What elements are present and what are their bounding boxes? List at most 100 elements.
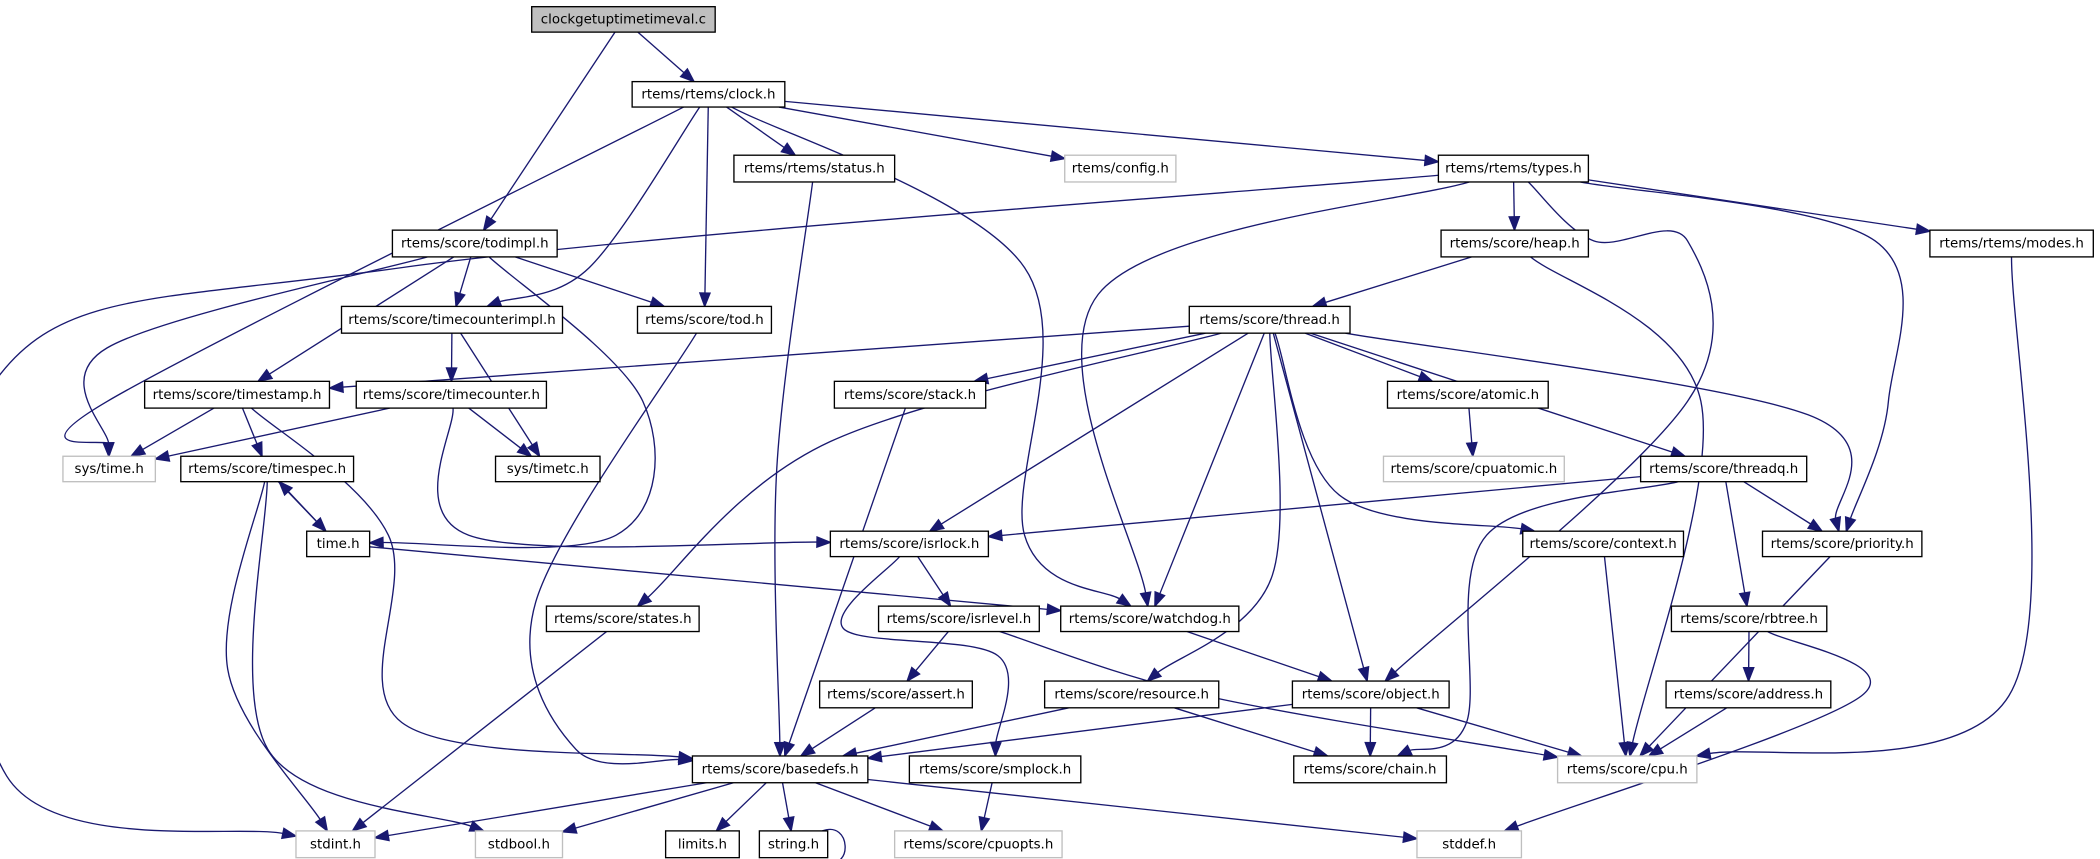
edge-line	[381, 256, 656, 549]
node-object[interactable]: rtems/score/object.h	[1291, 680, 1450, 709]
edge-todimpl-to-systime	[83, 256, 428, 459]
edge-line	[0, 174, 1439, 835]
edge-root-to-todimpl	[482, 31, 616, 232]
node-stddef[interactable]: stddef.h	[1416, 830, 1523, 859]
arrowhead-icon	[636, 592, 653, 608]
edge-line	[529, 332, 698, 765]
arrowhead-icon	[468, 820, 486, 832]
node-assert[interactable]: rtems/score/assert.h	[818, 680, 973, 709]
node-box	[1060, 605, 1240, 633]
node-thread[interactable]: rtems/score/thread.h	[1188, 305, 1351, 334]
edge-line	[1408, 481, 1679, 752]
edge-atomic-to-cpuatomic	[1465, 408, 1478, 459]
arrowhead-icon	[1694, 747, 1712, 760]
arrowhead-icon	[1316, 670, 1334, 683]
edge-line	[1725, 481, 1746, 595]
node-cpu[interactable]: rtems/score/cpu.h	[1556, 755, 1698, 784]
node-box	[829, 530, 990, 558]
node-timecounterimpl[interactable]: rtems/score/timecounterimpl.h	[340, 305, 564, 334]
node-heap[interactable]: rtems/score/heap.h	[1440, 229, 1590, 258]
node-timecounter[interactable]: rtems/score/timecounter.h	[355, 380, 548, 409]
node-box	[1043, 680, 1220, 709]
edge-line	[914, 631, 949, 673]
edge-line	[1530, 256, 1705, 745]
edge-line	[1512, 181, 1515, 219]
node-stdbool[interactable]: stdbool.h	[474, 830, 564, 859]
edge-string-to-string	[822, 828, 846, 859]
edge-line	[341, 325, 1190, 388]
arrowhead-icon	[102, 442, 115, 459]
node-stdint[interactable]: stdint.h	[295, 830, 376, 859]
edge-clock-to-config	[778, 106, 1067, 163]
node-states[interactable]: rtems/score/states.h	[545, 605, 700, 633]
node-box	[531, 6, 716, 33]
node-modes[interactable]: rtems/rtems/modes.h	[1929, 229, 2094, 258]
node-timestamp[interactable]: rtems/score/timestamp.h	[143, 380, 331, 409]
edge-timestamp-to-systime	[129, 407, 215, 458]
node-smplock[interactable]: rtems/score/smplock.h	[908, 755, 1082, 784]
edge-thread-to-resource	[1146, 333, 1281, 683]
node-tod[interactable]: rtems/score/tod.h	[636, 305, 773, 334]
node-box	[893, 830, 1063, 859]
arrowhead-icon	[1115, 593, 1133, 608]
node-cpuatomic[interactable]: rtems/score/cpuatomic.h	[1382, 455, 1565, 483]
edge-states-to-stdint	[351, 631, 607, 833]
edge-line	[1647, 556, 1831, 748]
edge-clock-to-types	[784, 100, 1441, 167]
edge-assert-to-basedefs	[799, 707, 876, 757]
node-systime[interactable]: sys/time.h	[62, 455, 157, 483]
node-root[interactable]: clockgetuptimetimeval.c	[531, 6, 716, 33]
node-stack[interactable]: rtems/score/stack.h	[833, 380, 987, 409]
edge-line	[1156, 333, 1281, 674]
arrowhead-icon	[698, 292, 712, 309]
node-clock[interactable]: rtems/rtems/clock.h	[631, 80, 786, 108]
edge-heap-to-cpu	[1530, 256, 1705, 758]
edge-isrlevel-to-cpu	[999, 630, 1560, 761]
node-box	[1386, 380, 1549, 409]
edge-line	[1304, 332, 1422, 378]
arrowhead-icon	[1465, 441, 1478, 459]
node-context[interactable]: rtems/score/context.h	[1522, 530, 1685, 558]
node-types[interactable]: rtems/rtems/types.h	[1437, 154, 1590, 183]
node-systimetc[interactable]: sys/timetc.h	[494, 455, 601, 483]
node-timespec[interactable]: rtems/score/timespec.h	[180, 455, 355, 483]
edge-line	[241, 407, 259, 446]
node-label: rtems/score/resource.h	[1054, 688, 1209, 703]
edge-line	[225, 481, 322, 821]
node-string[interactable]: string.h	[758, 830, 829, 859]
node-cpuopts[interactable]: rtems/score/cpuopts.h	[893, 830, 1063, 859]
node-limits[interactable]: limits.h	[664, 830, 740, 859]
node-atomic[interactable]: rtems/score/atomic.h	[1386, 380, 1549, 409]
node-label: rtems/score/smplock.h	[919, 763, 1071, 778]
node-threadq[interactable]: rtems/score/threadq.h	[1639, 455, 1808, 483]
node-address[interactable]: rtems/score/address.h	[1665, 680, 1832, 709]
node-status[interactable]: rtems/rtems/status.h	[733, 154, 896, 183]
node-label: rtems/rtems/status.h	[744, 162, 885, 177]
node-priority[interactable]: rtems/score/priority.h	[1761, 530, 1923, 558]
node-watchdog[interactable]: rtems/score/watchdog.h	[1060, 605, 1240, 633]
node-label: rtems/score/rbtree.h	[1680, 612, 1818, 627]
node-label: stddef.h	[1442, 837, 1496, 852]
node-rbtree[interactable]: rtems/score/rbtree.h	[1670, 605, 1828, 633]
node-isrlevel[interactable]: rtems/score/isrlevel.h	[877, 605, 1040, 633]
edge-timecounterimpl-to-timecounter	[445, 333, 458, 384]
edge-line	[1658, 707, 1728, 751]
edge-rbtree-to-stddef	[1502, 630, 1872, 832]
node-isrlock[interactable]: rtems/score/isrlock.h	[829, 530, 990, 558]
node-timeh[interactable]: time.h	[306, 530, 371, 558]
edge-context-to-cpu	[1603, 556, 1631, 758]
edge-line	[437, 408, 819, 548]
node-basedefs[interactable]: rtems/score/basedefs.h	[691, 755, 869, 784]
node-chain[interactable]: rtems/score/chain.h	[1293, 755, 1448, 784]
node-label: rtems/score/atomic.h	[1397, 388, 1539, 403]
edge-thread-to-timestamp	[327, 325, 1190, 394]
node-todimpl[interactable]: rtems/score/todimpl.h	[391, 229, 558, 258]
node-box	[691, 755, 869, 784]
node-label: rtems/score/tod.h	[645, 313, 764, 328]
node-config[interactable]: rtems/config.h	[1064, 154, 1177, 183]
edge-line	[1743, 481, 1813, 526]
edge-line	[939, 332, 1249, 526]
edge-priority-to-cpu	[1638, 556, 1831, 758]
node-resource[interactable]: rtems/score/resource.h	[1043, 680, 1220, 709]
arrowhead-icon	[905, 666, 921, 683]
